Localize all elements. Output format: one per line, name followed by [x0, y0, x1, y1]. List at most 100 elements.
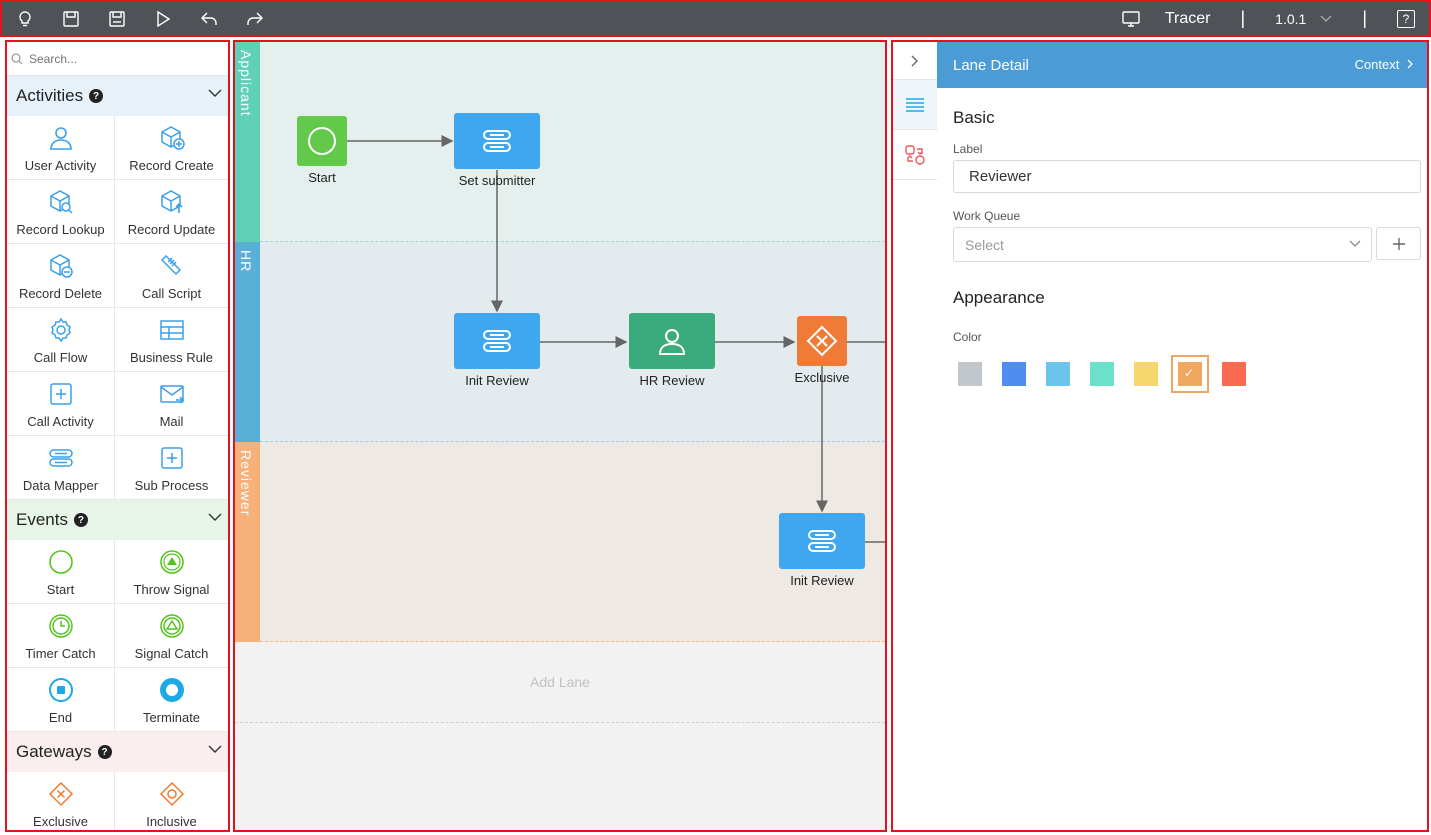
chevron-down-icon[interactable]	[208, 512, 222, 522]
record-create-icon	[160, 126, 185, 150]
color-swatch-light-blue[interactable]	[1046, 362, 1070, 386]
lane-header-reviewer[interactable]: Reviewer	[235, 442, 260, 642]
set-submitter-node[interactable]	[454, 113, 540, 169]
save-as-icon[interactable]	[94, 2, 140, 35]
start-event-node[interactable]	[297, 116, 347, 166]
palette-item-start[interactable]: Start	[7, 540, 115, 604]
node-label: Exclusive	[794, 370, 850, 385]
palette-item-timer-catch[interactable]: Timer Catch	[7, 604, 115, 668]
palette-item-inclusive[interactable]: Inclusive	[115, 772, 228, 830]
exclusive-gateway-icon	[48, 781, 73, 807]
color-swatch-teal[interactable]	[1090, 362, 1114, 386]
version-select[interactable]: 1.0.1	[1275, 11, 1332, 27]
chevron-down-icon[interactable]	[208, 88, 222, 98]
help-icon[interactable]: ?	[73, 513, 88, 527]
check-icon: ✓	[1184, 366, 1195, 380]
activities-group-header[interactable]: Activities ?	[7, 76, 228, 116]
search-input[interactable]	[29, 51, 219, 66]
palette-item-label: Business Rule	[129, 350, 214, 365]
collapse-panel-button[interactable]	[893, 42, 937, 80]
palette-item-label: Inclusive	[146, 814, 197, 829]
chevron-down-icon	[1320, 15, 1332, 22]
node-label: Init Review	[465, 373, 529, 388]
chevron-down-icon[interactable]	[208, 744, 222, 754]
help-icon[interactable]: ?	[97, 745, 112, 759]
record-delete-icon	[49, 254, 73, 278]
lane-header-hr[interactable]: HR	[235, 242, 260, 442]
palette-item-call-flow[interactable]: Call Flow	[7, 308, 115, 372]
element-palette: Activities ? User Activity Record Create…	[5, 40, 230, 832]
hr-review-node[interactable]	[629, 313, 715, 369]
color-swatch-orange[interactable]: ✓	[1171, 355, 1209, 393]
init-review-reviewer-node[interactable]	[779, 513, 865, 569]
palette-item-user-activity[interactable]: User Activity	[7, 116, 115, 180]
color-swatch-gray[interactable]	[958, 362, 982, 386]
signal-catch-icon	[159, 614, 184, 638]
gateways-group-header[interactable]: Gateways ?	[7, 732, 228, 772]
exclusive-gateway-node[interactable]	[797, 316, 847, 366]
lane-label: Reviewer	[238, 450, 254, 517]
init-review-hr-node[interactable]	[454, 313, 540, 369]
palette-item-label: Throw Signal	[133, 582, 210, 597]
add-work-queue-button[interactable]	[1376, 227, 1421, 260]
lightbulb-icon[interactable]	[2, 2, 48, 35]
run-icon[interactable]	[140, 2, 186, 35]
color-label: Color	[953, 330, 982, 344]
palette-item-call-script[interactable]: Call Script	[115, 244, 228, 308]
palette-item-label: Signal Catch	[134, 646, 209, 661]
properties-icon	[906, 97, 924, 112]
undo-icon[interactable]	[186, 2, 232, 35]
palette-item-label: Call Activity	[27, 414, 94, 429]
properties-tab[interactable]	[893, 80, 937, 130]
add-lane-button[interactable]: Add Lane	[235, 642, 885, 723]
work-queue-label: Work Queue	[953, 209, 1021, 223]
gateways-title: Gateways	[16, 742, 92, 761]
sub-process-icon	[160, 447, 183, 469]
process-canvas[interactable]: Applicant HR Reviewer Add Lane Start Set…	[233, 40, 887, 832]
context-label: Context	[1354, 57, 1400, 72]
palette-item-record-create[interactable]: Record Create	[115, 116, 228, 180]
swap-icon	[905, 144, 925, 165]
node-label: Set submitter	[458, 173, 536, 188]
work-queue-select[interactable]: Select	[953, 227, 1372, 262]
save-icon[interactable]	[48, 2, 94, 35]
palette-item-exclusive[interactable]: Exclusive	[7, 772, 115, 830]
monitor-icon[interactable]	[1121, 10, 1141, 28]
color-swatch-red[interactable]	[1222, 362, 1246, 386]
basic-section-title: Basic	[953, 108, 995, 127]
context-link[interactable]: Context	[1355, 57, 1415, 72]
plus-square-icon	[49, 383, 72, 405]
lane-applicant[interactable]: Applicant	[235, 42, 885, 242]
palette-item-mail[interactable]: Mail	[115, 372, 228, 436]
color-swatch-yellow[interactable]	[1134, 362, 1158, 386]
palette-item-record-update[interactable]: Record Update	[115, 180, 228, 244]
palette-item-signal-catch[interactable]: Signal Catch	[115, 604, 228, 668]
palette-item-data-mapper[interactable]: Data Mapper	[7, 436, 115, 500]
user-icon	[658, 329, 686, 355]
palette-item-call-activity[interactable]: Call Activity	[7, 372, 115, 436]
palette-item-record-delete[interactable]: Record Delete	[7, 244, 115, 308]
help-icon[interactable]: ?	[89, 89, 104, 103]
lane-body[interactable]	[260, 42, 885, 242]
events-group-header[interactable]: Events ?	[7, 500, 228, 540]
redo-icon[interactable]	[232, 2, 278, 35]
node-label: HR Review	[639, 373, 705, 388]
palette-item-record-lookup[interactable]: Record Lookup	[7, 180, 115, 244]
tracer-label[interactable]: Tracer	[1164, 9, 1211, 27]
palette-item-sub-process[interactable]: Sub Process	[115, 436, 228, 500]
lane-label: HR	[238, 250, 254, 273]
color-swatch-blue[interactable]	[1002, 362, 1026, 386]
palette-item-terminate[interactable]: Terminate	[115, 668, 228, 732]
mail-icon	[159, 385, 184, 404]
appearance-section-title: Appearance	[953, 288, 1045, 307]
data-mapper-icon	[483, 330, 511, 352]
label-input[interactable]: Reviewer	[953, 160, 1421, 193]
flow-tab[interactable]	[893, 130, 937, 180]
help-icon[interactable]: ?	[1397, 9, 1415, 28]
palette-item-end[interactable]: End	[7, 668, 115, 732]
palette-item-business-rule[interactable]: Business Rule	[115, 308, 228, 372]
start-event-icon	[48, 550, 73, 574]
activities-grid: User Activity Record Create Record Looku…	[7, 116, 228, 500]
lane-header-applicant[interactable]: Applicant	[235, 42, 260, 242]
palette-item-throw-signal[interactable]: Throw Signal	[115, 540, 228, 604]
